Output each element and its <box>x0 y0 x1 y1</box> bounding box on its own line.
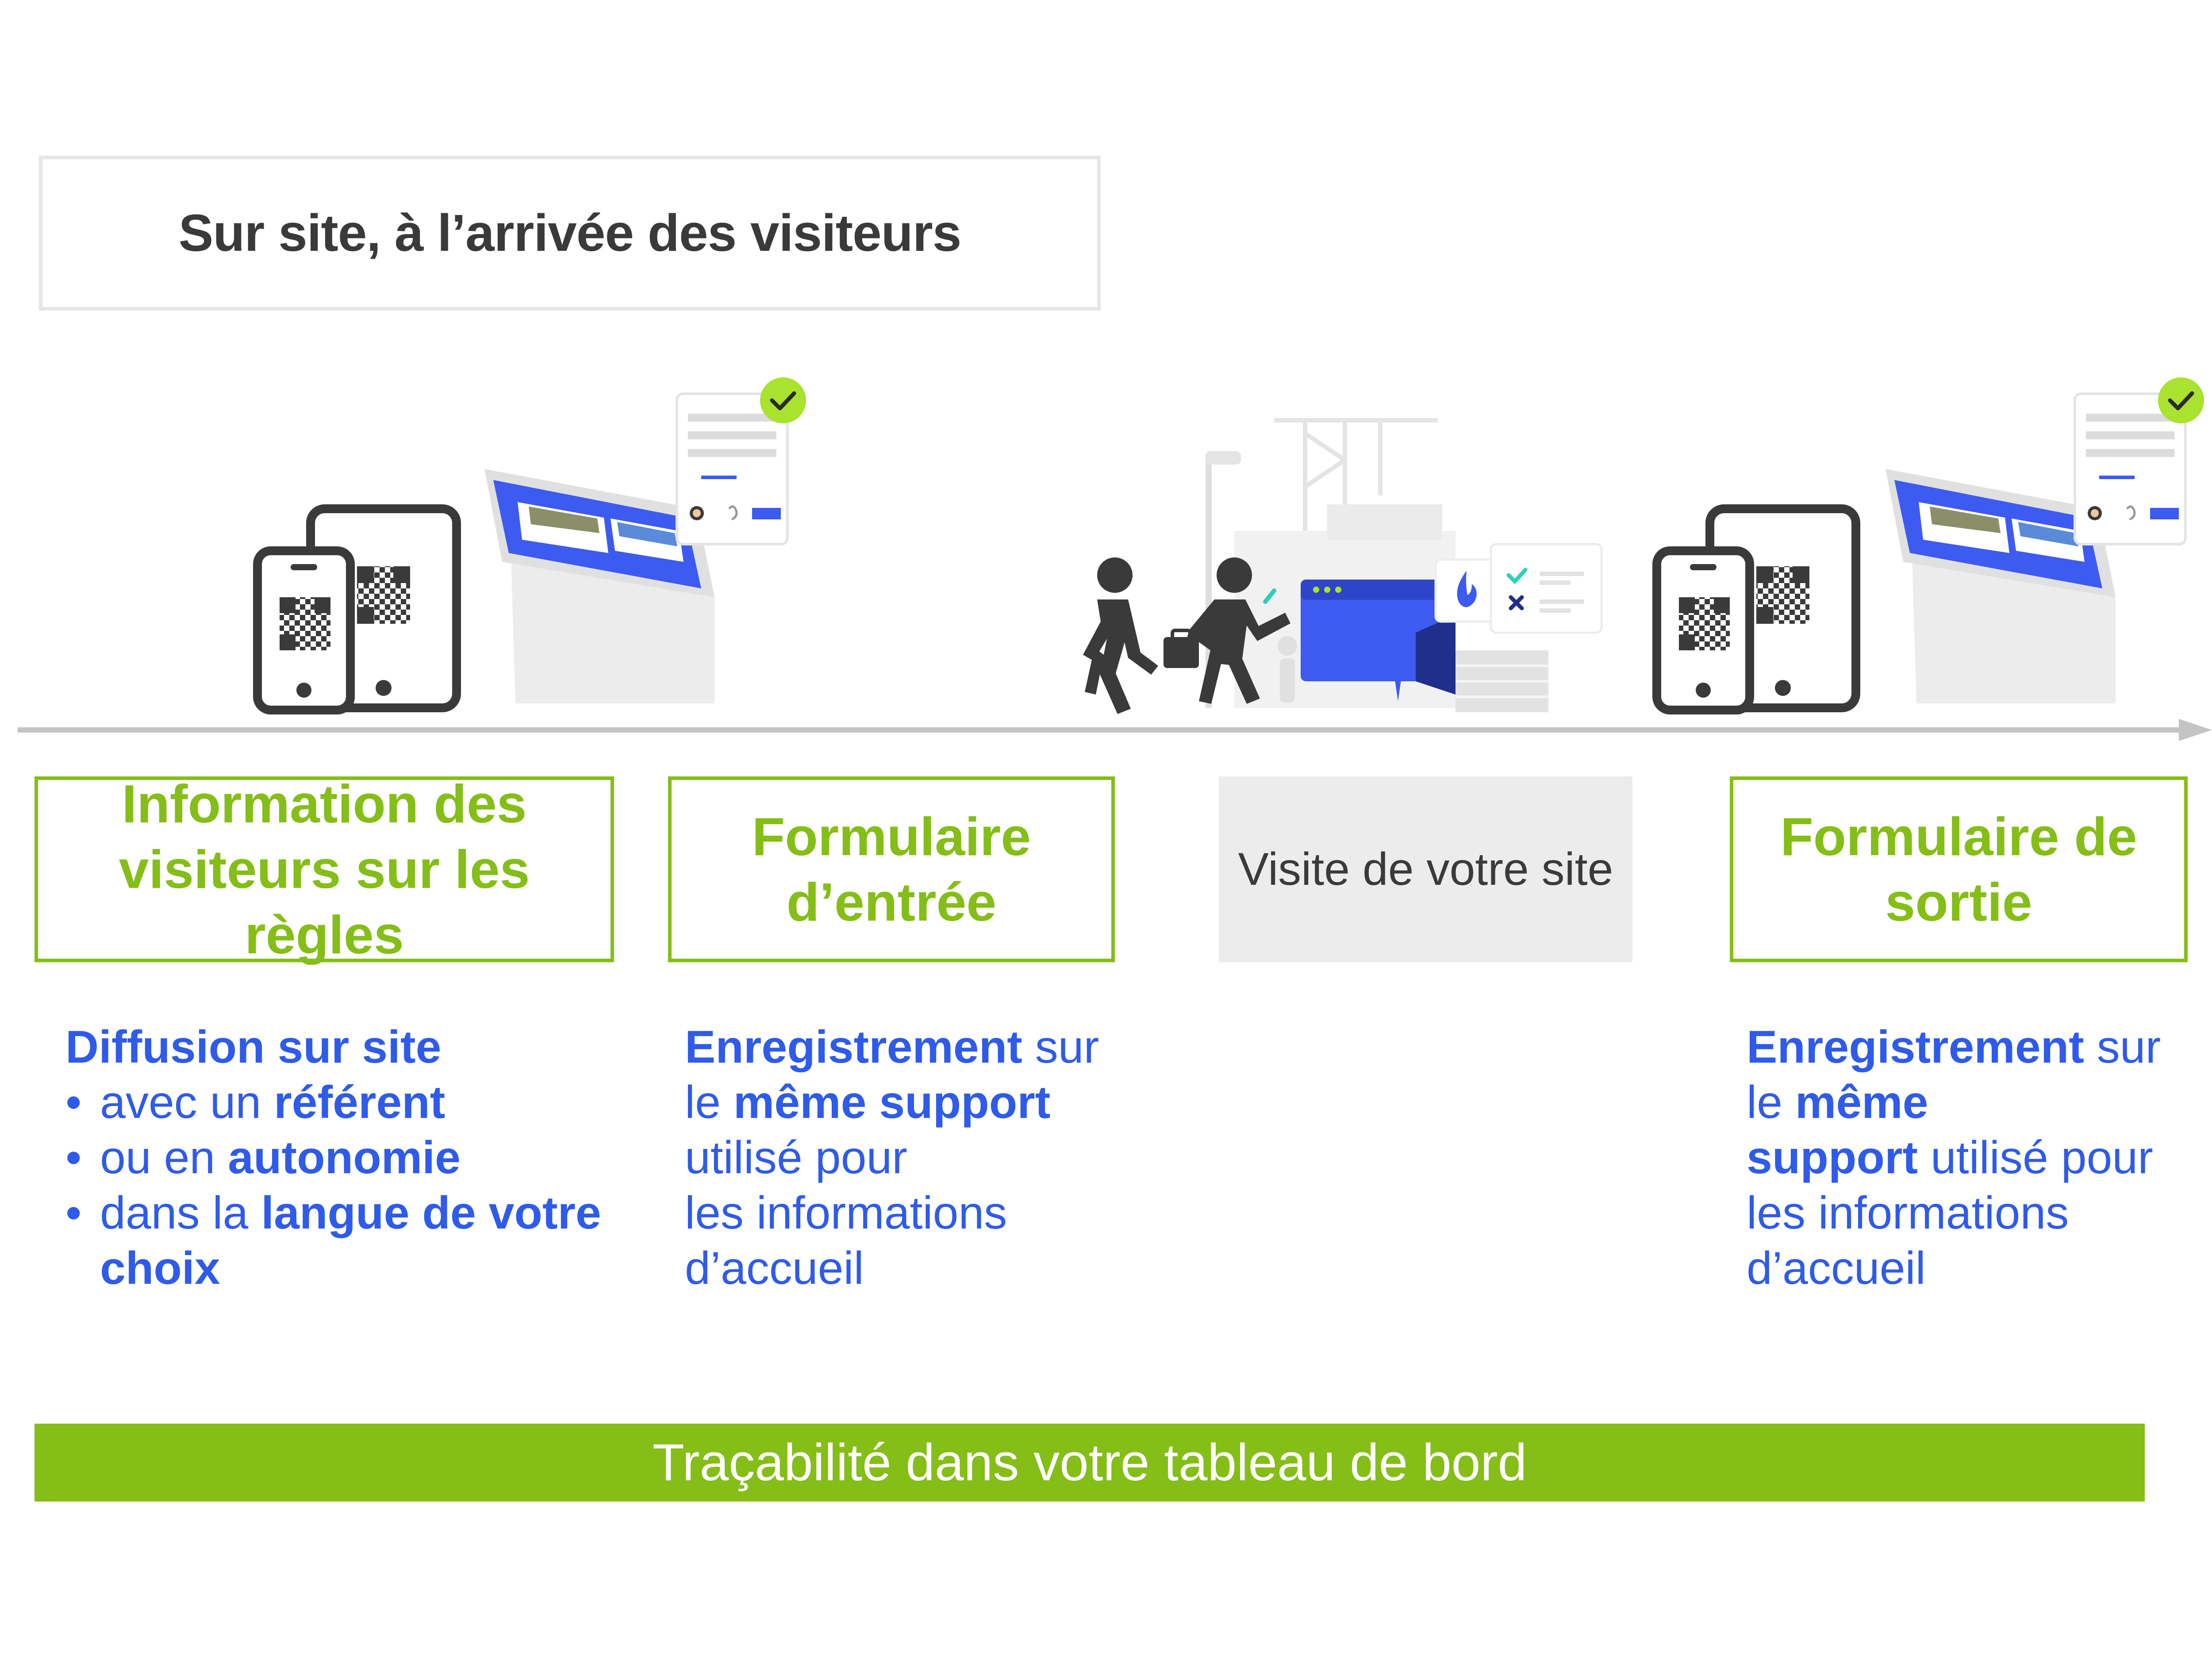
bullet: • <box>65 1132 82 1183</box>
stage-entry-line1: Formulaire <box>752 806 1031 867</box>
bullet: • <box>65 1187 82 1239</box>
stage-information-line1: Information des <box>122 774 527 834</box>
card-entry-text: le <box>685 1077 733 1128</box>
stage-exit-form: Formulaire de sortie <box>1730 776 2188 962</box>
list-item-text: ou en <box>100 1132 228 1183</box>
card-entry-text: utilisé pour <box>685 1132 907 1183</box>
form-check-icon <box>677 377 806 544</box>
list-item-emphasis: autonomie <box>228 1132 461 1183</box>
card-info-heading: Diffusion sur site <box>65 1022 442 1073</box>
construction-site-icon <box>1206 418 1548 712</box>
card-entry-text: sur <box>1022 1022 1099 1073</box>
card-exit-text: d’accueil <box>1747 1243 1926 1294</box>
card-entry-text: d’accueil <box>685 1243 864 1294</box>
list-item: • dans la langue de votre <box>65 1186 601 1241</box>
stage-site-visit-label: Visite de votre site <box>1238 843 1613 895</box>
timeline-arrow <box>18 719 2212 741</box>
card-entry-text: les informations <box>685 1187 1007 1239</box>
list-item-emphasis: référent <box>274 1077 445 1128</box>
stage-information-line2: visiteurs sur les règles <box>119 839 530 965</box>
stage-information: Information des visiteurs sur les règles <box>35 774 614 965</box>
traceability-label: Traçabilité dans votre tableau de bord <box>652 1433 1527 1492</box>
list-item-continuation: choix <box>65 1241 588 1296</box>
list-item-emphasis: choix <box>100 1243 220 1294</box>
tablet-qr-icon <box>1657 509 1856 710</box>
card-entry-emphasis: même support <box>733 1077 1051 1128</box>
card-entry-emphasis: Enregistrement <box>685 1022 1022 1073</box>
stage-exit-line2: sortie <box>1885 872 2032 932</box>
card-exit-form: Enregistrement sur le même support utili… <box>1730 993 2188 1325</box>
card-exit-emphasis: même <box>1795 1077 1928 1128</box>
stage-site-visit: Visite de votre site <box>1219 776 1632 962</box>
card-exit-emphasis: support <box>1747 1132 1918 1183</box>
bullet: • <box>65 1077 82 1128</box>
smartphone-qr-icon <box>257 509 457 710</box>
visitors-walking-icon <box>1083 557 1290 714</box>
card-exit-text: les informations <box>1747 1187 2069 1239</box>
illustrations <box>0 0 2212 752</box>
list-item: • avec un référent <box>65 1075 588 1130</box>
stage-entry-form: Formulaire d’entrée <box>668 776 1115 962</box>
list-item-text: dans la <box>100 1187 261 1239</box>
list-item-emphasis: langue de votre <box>261 1187 601 1239</box>
card-entry-form: Enregistrement sur le même support utili… <box>668 993 1115 1325</box>
card-exit-text: le <box>1747 1077 1795 1128</box>
stage-exit-line1: Formulaire de <box>1780 806 2137 867</box>
list-item-text: avec un <box>100 1077 274 1128</box>
card-exit-emphasis: Enregistrement <box>1747 1022 2084 1073</box>
card-exit-text: utilisé pour <box>1918 1132 2153 1183</box>
list-item: • ou en autonomie <box>65 1130 588 1186</box>
header-box: Sur site, à l’arrivée des visiteurs <box>39 156 1101 311</box>
page-title: Sur site, à l’arrivée des visiteurs <box>178 204 962 262</box>
traceability-bar: Traçabilité dans votre tableau de bord <box>35 1424 2145 1502</box>
card-exit-text: sur <box>2084 1022 2161 1073</box>
safety-checklist-icon <box>1490 543 1603 634</box>
stage-entry-line2: d’entrée <box>786 872 997 932</box>
card-information: Diffusion sur site • avec un référent • … <box>35 993 614 1325</box>
